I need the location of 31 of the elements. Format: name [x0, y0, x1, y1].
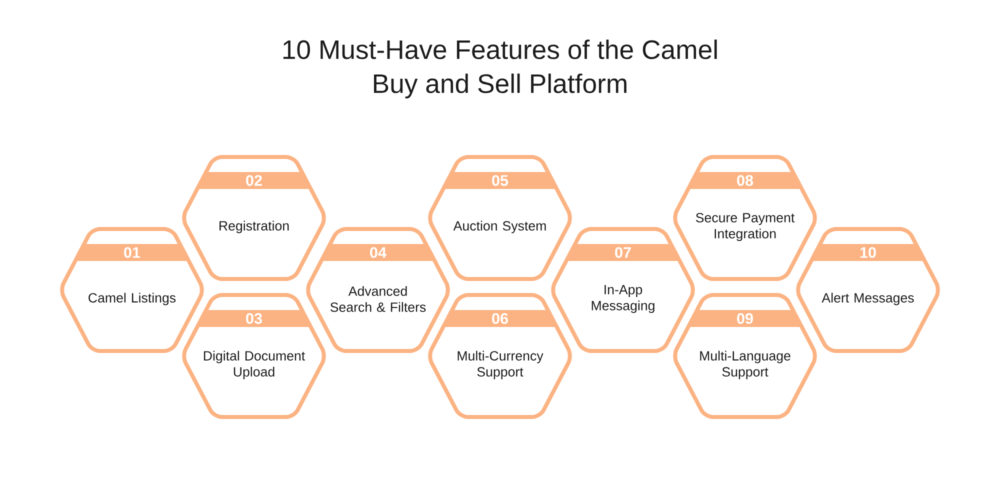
- hexagon-card: [673, 293, 817, 419]
- number-label: 06: [492, 313, 508, 324]
- hexagon-card: [428, 293, 572, 419]
- feature-label: Auction System: [453, 220, 546, 234]
- feature-label: In-App Messaging: [592, 285, 654, 313]
- feature-label: Advanced Search & Filters: [330, 286, 426, 312]
- feature-label: Multi-Language Support: [700, 350, 790, 380]
- feature-label: Digital Document Upload: [204, 350, 306, 380]
- number-label: 05: [492, 175, 508, 186]
- feature-label: Registration: [220, 220, 289, 234]
- hexagon-card: [673, 155, 817, 281]
- number-label: 02: [246, 175, 262, 186]
- feature-label: Alert Messages: [822, 292, 914, 306]
- feature-label: Camel Listings: [88, 292, 176, 306]
- number-label: 10: [860, 247, 876, 258]
- number-label: 04: [370, 247, 386, 258]
- hexagon-card: [428, 155, 572, 281]
- feature-label: Secure Payment Integration: [696, 212, 795, 242]
- number-label: 08: [737, 175, 754, 186]
- hexagon-card: [796, 227, 940, 353]
- hexagon-card: [551, 227, 695, 353]
- number-label: 01: [124, 247, 140, 258]
- number-label: 09: [737, 313, 753, 324]
- hexagon-card: [182, 155, 326, 281]
- hexagon-card: [306, 227, 450, 353]
- number-label: 03: [246, 313, 262, 324]
- hexagon-card: [60, 227, 204, 353]
- title: 10 Must-Have Features of the Camel Buy and Sell Platform: [283, 40, 717, 98]
- hexagon-card: [182, 293, 326, 419]
- feature-label: Multi-Currency Support: [458, 350, 544, 380]
- number-label: 07: [615, 247, 631, 258]
